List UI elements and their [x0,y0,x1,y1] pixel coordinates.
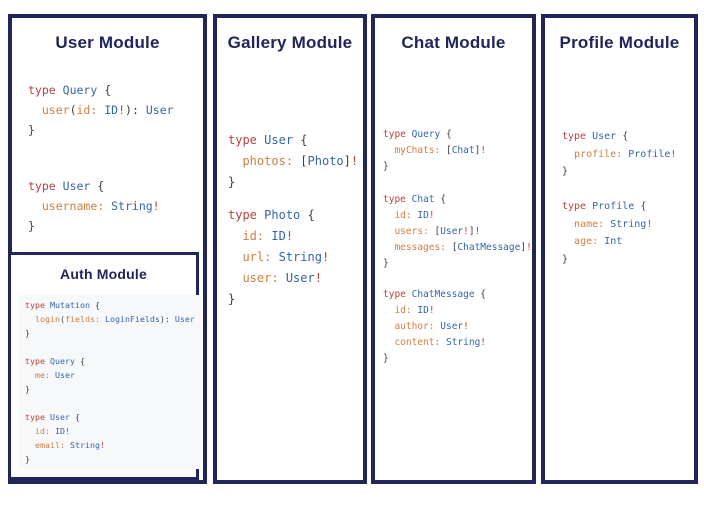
code-line: username: String! [41,199,160,213]
code-line: photos: [Photo]! [242,154,359,168]
code-line: } [562,166,569,177]
profile-module-code-profile-type: type Profile { name: String! age: Int} [562,198,652,268]
code-line: author: User! [394,321,469,332]
code-line: email: String! [35,440,105,450]
auth-module-title: Auth Module [60,266,147,282]
code-line: id: ID! [394,210,435,221]
code-line: myChats: [Chat]! [394,145,487,156]
code-line: name: String! [574,218,653,230]
code-line [25,396,195,410]
code-line: type User { [562,131,629,142]
code-line: type Photo { [228,208,315,222]
code-line: } [28,123,35,137]
gallery-module-title: Gallery Module [227,33,353,52]
gallery-module-code-user-type: type User { photos: [Photo]!} [228,130,358,193]
code-line: } [383,161,389,172]
code-line: user: User! [242,271,322,285]
panel-auth-module: Auth Module type Mutation { login(fields… [8,252,201,480]
profile-module-title: Profile Module [559,33,680,52]
chat-module-title: Chat Module [401,33,506,52]
code-line: type User { [25,412,80,422]
user-module-code-query: type Query { user(id: ID!): User} [28,80,174,140]
code-line: age: Int [574,236,623,247]
code-line: id: ID! [242,229,294,243]
code-line: id: ID! [35,426,70,436]
code-line: profile: Profile! [574,148,677,160]
code-line: type Query { [383,129,452,140]
code-line: } [28,219,35,233]
gallery-module-code-photo-type: type Photo { id: ID! url: String! user: … [228,205,329,310]
code-line: } [228,175,236,189]
code-line: } [383,258,389,269]
code-line: user(id: ID!): User [41,103,174,117]
code-line: type ChatMessage { [383,289,487,300]
auth-module-code: type Mutation { login(fields: LoginField… [19,295,201,469]
code-line: } [25,454,30,464]
code-line: type Profile { [562,201,647,212]
user-module-title: User Module [55,33,160,52]
panel-user-module: User Module type Query { user(id: ID!): … [8,14,207,484]
user-module-code-user-type: type User { username: String!} [28,176,160,236]
chat-module-code-chat-type: type Chat { id: ID! users: [User!]! mess… [383,192,532,272]
code-line: } [228,292,236,306]
code-line: url: String! [242,250,330,264]
code-line: login(fields: LoginFields): User [35,314,195,324]
chat-module-code-query: type Query { myChats: [Chat]!} [383,127,486,175]
chat-module-code-chatmessage-type: type ChatMessage { id: ID! author: User!… [383,287,486,367]
code-line: type Query { [25,356,85,366]
code-line: content: String! [394,337,487,348]
code-line [25,340,195,354]
code-line: type Mutation { [25,300,100,310]
code-line: messages: [ChatMessage]! [394,242,532,253]
profile-module-code-user-type: type User { profile: Profile!} [562,128,676,181]
panel-chat-module: Chat Module type Query { myChats: [Chat]… [371,14,536,484]
code-line: type User { [28,179,105,193]
code-line: } [383,353,389,364]
code-line: } [25,328,30,338]
code-line: type Chat { [383,194,446,205]
code-line: } [25,384,30,394]
code-line: id: ID! [394,305,435,316]
panel-gallery-module: Gallery Module type User { photos: [Phot… [213,14,367,484]
code-line: me: User [35,370,75,380]
code-line: type User { [228,133,308,147]
code-line: } [562,253,569,265]
panel-profile-module: Profile Module type User { profile: Prof… [541,14,698,484]
code-line: type Query { [28,83,112,97]
code-line: users: [User!]! [394,226,481,237]
